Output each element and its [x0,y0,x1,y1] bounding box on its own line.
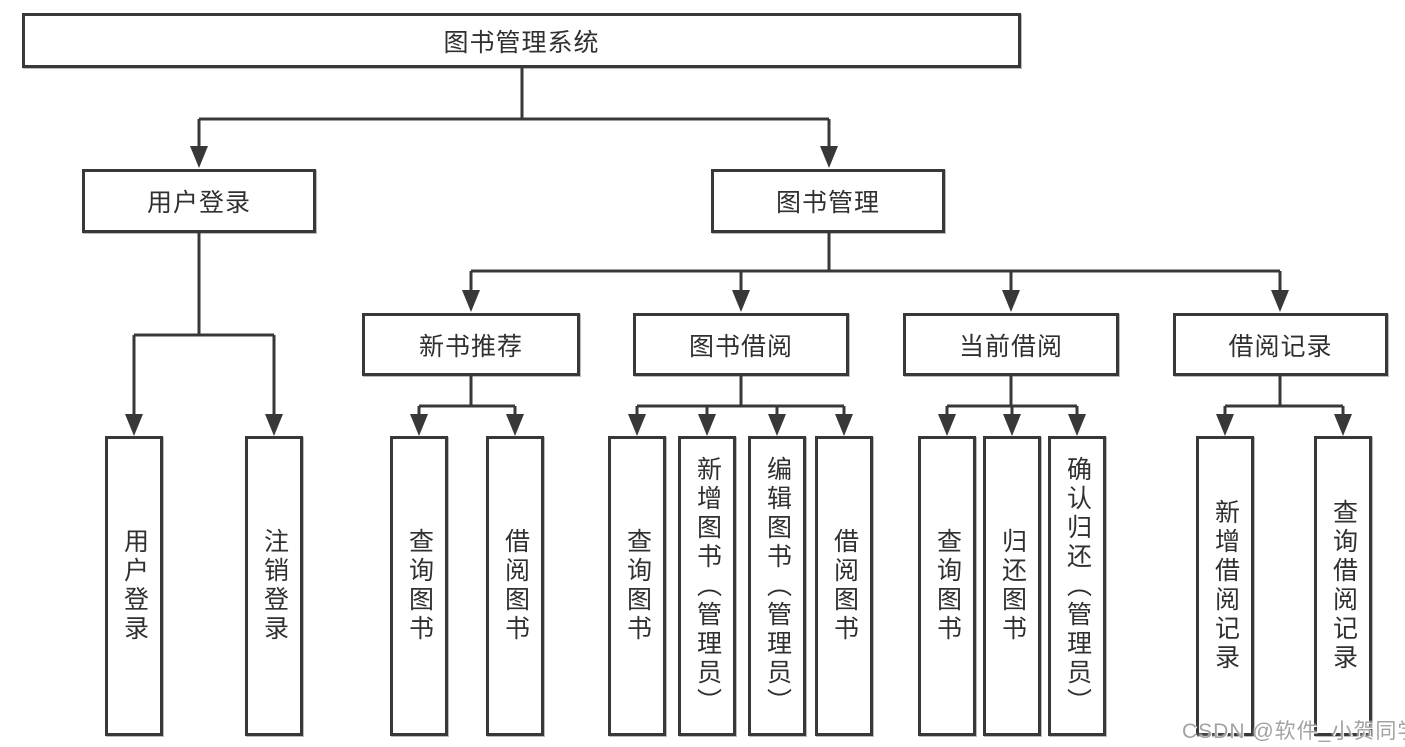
node-borrow-records: 借阅记录 [1173,313,1388,376]
node-new-book-recommend-label: 新书推荐 [418,332,523,361]
node-book-borrow-label: 图书借阅 [688,332,793,361]
leaf-borrow-books-newbook-label: 借阅图书 [501,528,530,644]
leaf-edit-book-admin: 编辑图书（管理员） [748,436,806,736]
leaf-logout: 注销登录 [245,436,303,736]
leaf-borrow-books-newbook: 借阅图书 [486,436,544,736]
node-borrow-records-label: 借阅记录 [1228,332,1333,361]
leaf-add-borrow-record-label: 新增借阅记录 [1211,499,1240,673]
node-current-borrow-label: 当前借阅 [958,332,1063,361]
node-book-management-label: 图书管理 [775,189,880,217]
leaf-query-books-newbook: 查询图书 [390,436,448,736]
node-user-login: 用户登录 [82,169,316,233]
node-root-label: 图书管理系统 [443,28,600,57]
node-book-borrow: 图书借阅 [633,313,849,376]
leaf-query-books-borrow-label: 查询图书 [623,528,652,644]
leaf-edit-book-admin-label: 编辑图书（管理员） [763,455,792,717]
leaf-borrow-books-borrow-label: 借阅图书 [830,528,859,644]
leaf-add-book-admin-label: 新增图书（管理员） [693,455,722,717]
leaf-return-books: 归还图书 [983,436,1041,736]
leaf-add-book-admin: 新增图书（管理员） [678,436,736,736]
leaf-user-login-label: 用户登录 [120,528,149,644]
leaf-return-books-label: 归还图书 [998,528,1027,644]
node-current-borrow: 当前借阅 [903,313,1119,376]
leaf-query-borrow-record-label: 查询借阅记录 [1329,499,1358,673]
leaf-query-books-newbook-label: 查询图书 [405,528,434,644]
leaf-add-borrow-record: 新增借阅记录 [1196,436,1254,736]
node-user-login-label: 用户登录 [146,189,251,217]
leaf-logout-label: 注销登录 [260,528,289,644]
leaf-query-borrow-record: 查询借阅记录 [1314,436,1372,736]
leaf-query-books-current-label: 查询图书 [933,528,962,644]
node-book-management: 图书管理 [711,169,945,233]
leaf-query-books-borrow: 查询图书 [608,436,666,736]
node-new-book-recommend: 新书推荐 [362,313,580,376]
node-root: 图书管理系统 [22,13,1021,68]
leaf-query-books-current: 查询图书 [918,436,976,736]
leaf-confirm-return-admin: 确认归还（管理员） [1048,436,1106,736]
csdn-watermark: CSDN @软件_小贺同学 [1182,720,1405,743]
leaf-confirm-return-admin-label: 确认归还（管理员） [1063,455,1092,717]
leaf-borrow-books-borrow: 借阅图书 [815,436,873,736]
leaf-user-login: 用户登录 [105,436,163,736]
